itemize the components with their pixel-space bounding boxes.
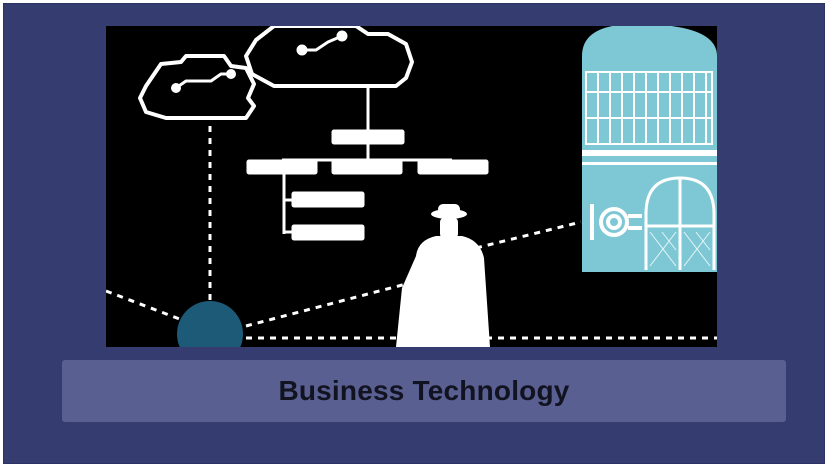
cloud-icon — [244, 26, 414, 88]
network-node-icon — [177, 301, 243, 347]
business-technology-illustration — [106, 26, 717, 347]
caption-title: Business Technology — [278, 375, 570, 406]
cloud-icon — [138, 54, 256, 120]
card-frame: Business Technology — [3, 3, 825, 464]
building-icon — [582, 26, 717, 272]
org-chart-icon — [246, 86, 489, 241]
network-lines — [106, 126, 717, 340]
person-silhouette-icon — [396, 204, 490, 347]
caption-bar: Business Technology — [62, 360, 786, 422]
